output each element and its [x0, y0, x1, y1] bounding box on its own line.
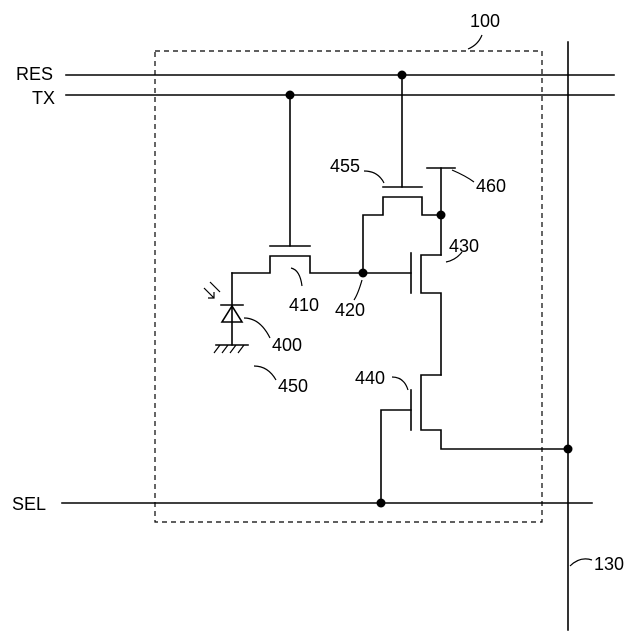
ref-430: 430	[449, 236, 479, 256]
leader-420	[354, 280, 362, 300]
select-gate-wire	[381, 410, 411, 503]
leader-400	[244, 318, 270, 338]
junction-dot	[377, 499, 386, 508]
leader-450	[254, 366, 276, 380]
transfer-channel	[232, 256, 363, 273]
leader-455	[364, 171, 384, 183]
tx-label: TX	[32, 88, 55, 108]
res-label: RES	[16, 64, 53, 84]
junction-dot	[437, 211, 446, 220]
leader-440	[392, 377, 408, 390]
light-arrows-icon	[204, 282, 220, 298]
ref-420: 420	[335, 300, 365, 320]
junction-dot	[286, 91, 295, 100]
leader-100	[468, 35, 482, 49]
pixel-boundary	[155, 51, 542, 522]
leader-410	[291, 268, 302, 286]
junction-dot	[398, 71, 407, 80]
leader-130	[570, 559, 592, 566]
sel-label: SEL	[12, 494, 46, 514]
leader-460	[452, 170, 474, 182]
junction-dot	[564, 445, 573, 454]
ref-130: 130	[594, 554, 624, 574]
select-channel	[421, 375, 568, 449]
node-wire	[363, 197, 441, 273]
amplifier-channel	[421, 255, 441, 375]
ref-455: 455	[330, 156, 360, 176]
ref-100: 100	[470, 11, 500, 31]
ref-450: 450	[278, 376, 308, 396]
ground-symbol	[214, 345, 248, 353]
ref-460: 460	[476, 176, 506, 196]
ref-400: 400	[272, 335, 302, 355]
ref-410: 410	[289, 295, 319, 315]
ref-440: 440	[355, 368, 385, 388]
junction-dot	[359, 269, 368, 278]
